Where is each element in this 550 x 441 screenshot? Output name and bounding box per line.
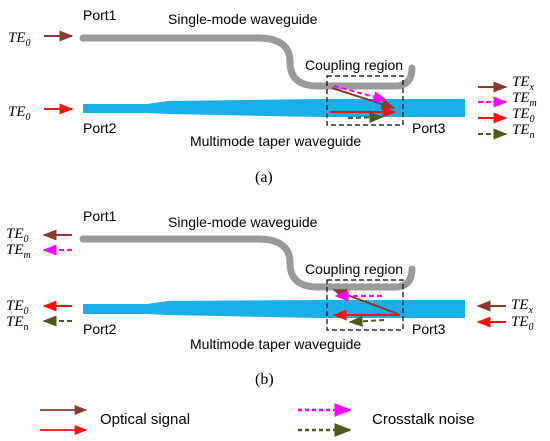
panel-b: TE0 TEm TE0 TEn Port1 Port2 Port3 Single… [6,208,534,388]
single-mode-waveguide [79,235,416,291]
output-te-m-label: TEm [512,90,537,109]
te-n-coupling-arrow [347,111,384,123]
port1-te-0-label: TE0 [6,226,29,245]
panel-a-caption: (a) [255,169,273,186]
taper-waveguide-label: Multimode taper waveguide [190,133,361,149]
coupling-region-label: Coupling region [305,261,403,277]
coupling-region-box [326,279,404,331]
optical-signal-label: Optical signal [100,411,190,428]
te-x-coupling-arrow [331,87,396,110]
port3-te-x-label: TEx [511,297,534,316]
single-mode-waveguide-label: Single-mode waveguide [168,214,318,230]
output-te-0-label: TE0 [512,106,535,125]
port1-label: Port1 [83,208,117,224]
te-n-coupling-arrow [348,315,385,327]
port1-te-m-label: TEm [6,242,31,261]
te-m-coupling-arrow [333,85,388,103]
port1-label: Port1 [83,7,117,23]
port3-label: Port3 [412,321,446,337]
multimode-taper-waveguide [83,300,465,318]
panel-a: TE0 TE0 Port1 Port2 Port3 Single-mode wa… [8,7,537,186]
panel-b-caption: (b) [255,371,274,388]
output-te-x-label: TEx [512,74,535,93]
single-mode-waveguide [79,34,416,90]
port3-label: Port3 [412,120,446,136]
taper-waveguide-label: Multimode taper waveguide [190,336,361,352]
port1-input-label: TE0 [8,30,31,49]
port2-te-0-label: TE0 [6,298,29,317]
port3-te-0-label: TE0 [511,314,534,333]
port2-label: Port2 [83,120,117,136]
port2-te-n-label: TEn [6,314,29,333]
single-mode-waveguide-label: Single-mode waveguide [168,11,318,27]
output-te-n-label: TEn [512,122,535,141]
port2-input-label: TE0 [8,104,31,123]
coupling-region-label: Coupling region [305,57,403,73]
legend: Optical signal Crosstalk noise [40,403,475,437]
coupling-region-box [326,75,404,126]
multimode-taper-waveguide [83,99,465,117]
crosstalk-noise-label: Crosstalk noise [372,411,475,428]
port2-label: Port2 [83,321,117,337]
